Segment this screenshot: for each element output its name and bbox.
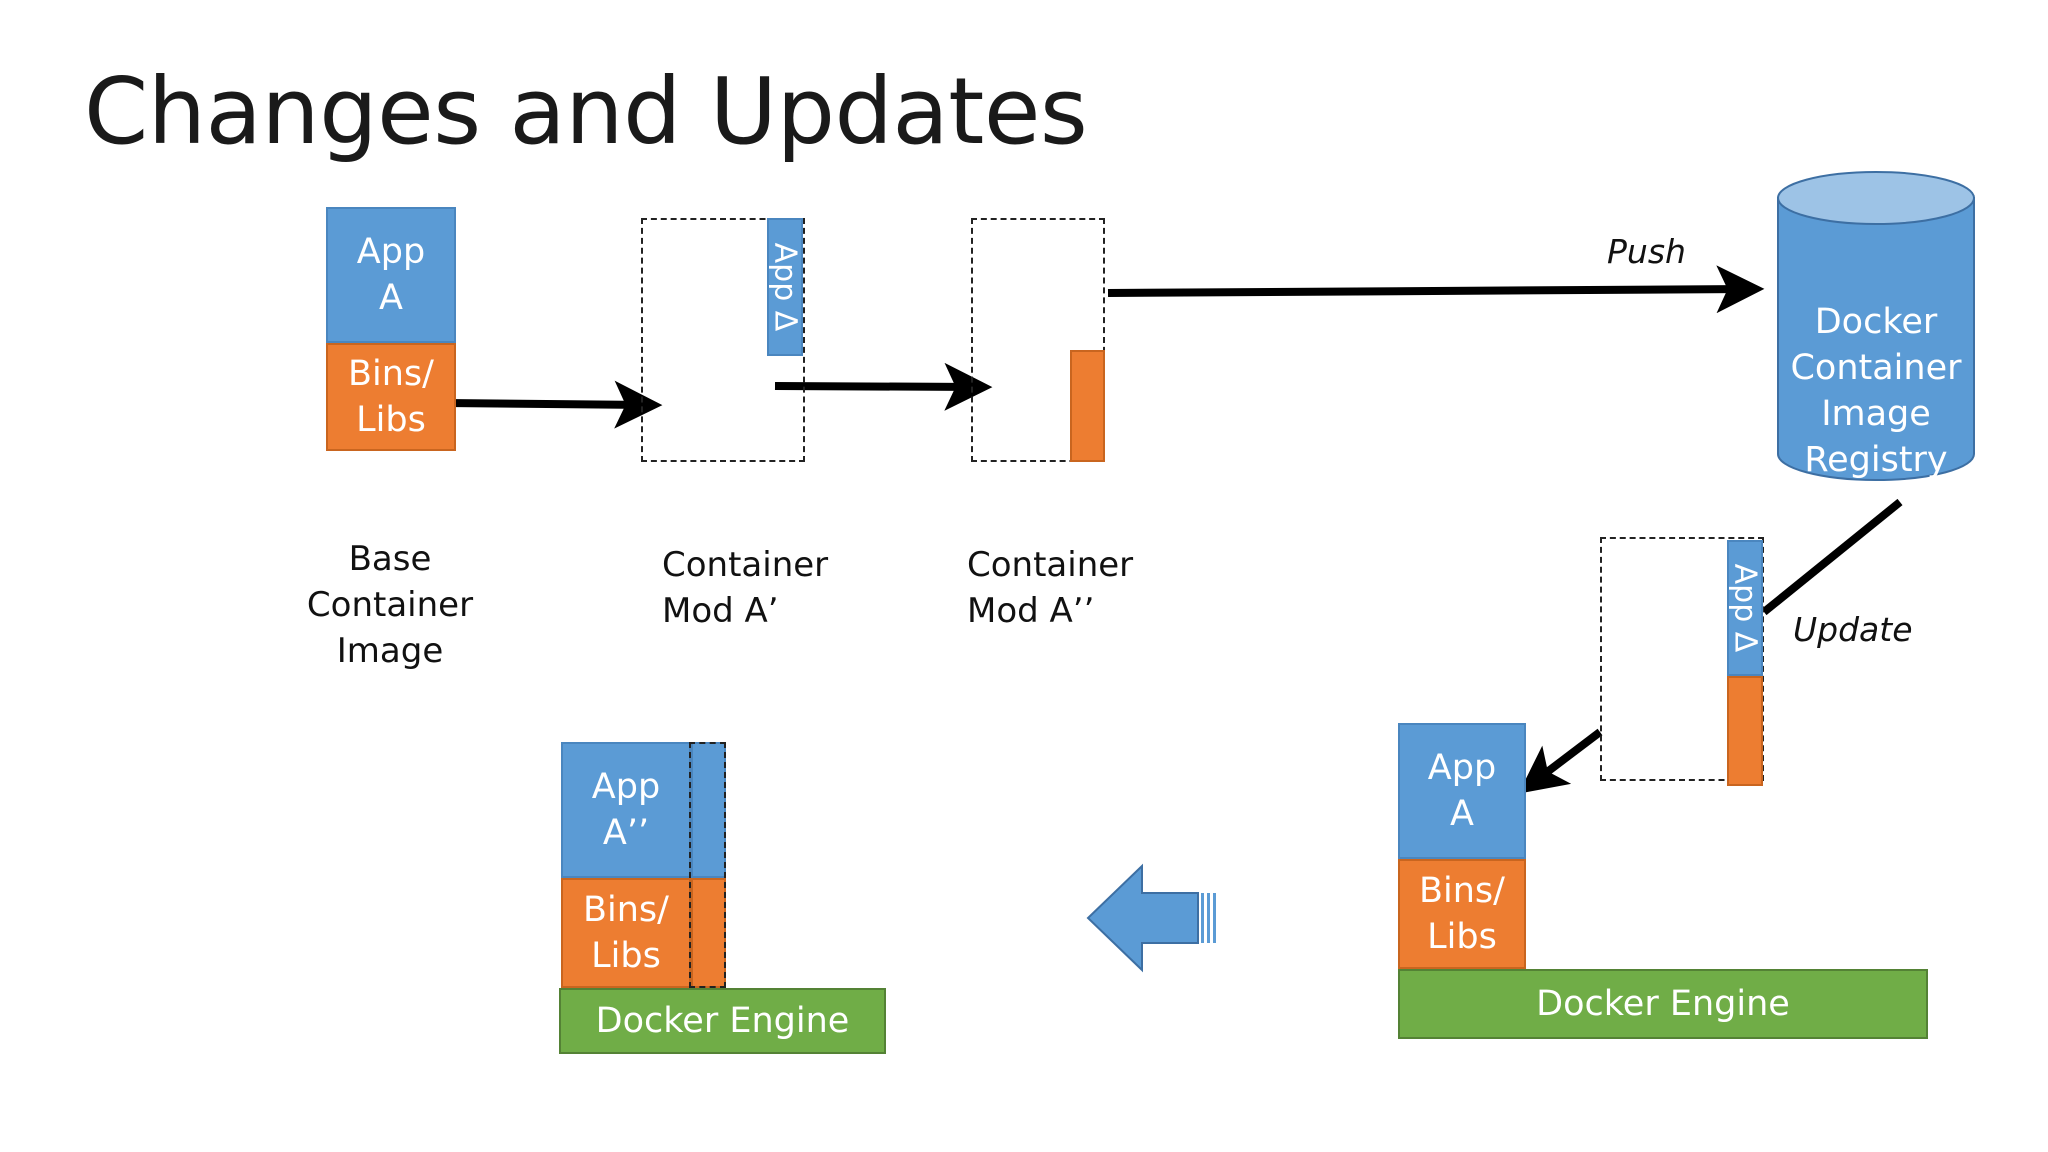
block-arrow-left bbox=[1086, 863, 1216, 973]
mod-a1-app-delta-label: App Δ bbox=[767, 242, 803, 332]
mod-a2-container bbox=[971, 218, 1105, 462]
mod-a1-container bbox=[641, 218, 805, 462]
registry-label-1: Docker bbox=[1814, 302, 1938, 342]
registry-cylinder-icon bbox=[1777, 171, 1975, 481]
arrow-push bbox=[1107, 265, 1765, 314]
update-label: Update bbox=[1793, 610, 1913, 649]
push-label: Push bbox=[1607, 232, 1686, 271]
pulled-app-delta: App Δ bbox=[1727, 540, 1763, 676]
base-bins-label-1: Bins/ bbox=[348, 354, 434, 394]
left-host-delta-outline bbox=[689, 742, 726, 988]
right-docker-engine-label: Docker Engine bbox=[1536, 984, 1790, 1024]
base-bins-label-2: Libs bbox=[356, 400, 426, 440]
base-caption-line-3: Image bbox=[336, 631, 444, 671]
mod-a1-caption-line-1: Container bbox=[662, 545, 829, 585]
right-bins-label-1: Bins/ bbox=[1419, 871, 1505, 911]
arrow-delta-to-host bbox=[1518, 728, 1603, 794]
mod-a1-caption-line-2: Mod A’ bbox=[662, 591, 779, 631]
base-caption-line-1: Base bbox=[348, 539, 432, 579]
right-app-label-1: App bbox=[1427, 748, 1497, 788]
right-docker-engine: Docker Engine bbox=[1398, 969, 1928, 1039]
pulled-app-delta-label: App Δ bbox=[1727, 563, 1763, 653]
mod-a2-caption-line-2: Mod A’’ bbox=[967, 591, 1095, 631]
left-host-app-block: App A’’ bbox=[561, 742, 691, 878]
base-app-label-2: A bbox=[379, 278, 403, 318]
arrow-base-to-mod-a1 bbox=[445, 380, 663, 429]
base-bins-block: Bins/ Libs bbox=[326, 343, 456, 451]
right-host-bins-block: Bins/ Libs bbox=[1398, 859, 1526, 969]
mod-a2-caption: Container Mod A’’ bbox=[967, 542, 1167, 634]
left-bins-label-2: Libs bbox=[591, 936, 661, 976]
registry-label: Docker Container Image Registry bbox=[1778, 298, 1974, 484]
left-host-bins-block: Bins/ Libs bbox=[561, 878, 691, 988]
left-bins-label-1: Bins/ bbox=[583, 890, 669, 930]
arrow-mod-a1-to-mod-a2 bbox=[774, 362, 993, 411]
base-caption-line-2: Container bbox=[306, 585, 474, 625]
registry-label-2: Container bbox=[1790, 348, 1962, 388]
mod-a1-caption: Container Mod A’ bbox=[662, 542, 862, 634]
left-app-label-2: A’’ bbox=[602, 813, 650, 853]
mod-a2-bins-delta bbox=[1070, 350, 1105, 462]
left-app-label-1: App bbox=[591, 767, 661, 807]
slide-title: Changes and Updates bbox=[84, 58, 1088, 165]
mod-a2-caption-line-1: Container bbox=[967, 545, 1134, 585]
base-app-label-1: App bbox=[356, 232, 426, 272]
right-bins-label-2: Libs bbox=[1427, 917, 1497, 957]
mod-a1-app-delta: App Δ bbox=[767, 218, 803, 356]
registry-label-4: Registry bbox=[1804, 440, 1948, 480]
line-update bbox=[1761, 498, 1903, 616]
left-docker-engine-label: Docker Engine bbox=[595, 1001, 850, 1041]
left-docker-engine: Docker Engine bbox=[559, 988, 886, 1054]
right-host-app-block: App A bbox=[1398, 723, 1526, 859]
right-app-label-2: A bbox=[1450, 794, 1474, 834]
base-image-caption: Base Container Image bbox=[290, 536, 490, 674]
pulled-bins-delta bbox=[1727, 676, 1763, 786]
pulled-delta-container bbox=[1600, 537, 1764, 781]
registry-label-3: Image bbox=[1821, 394, 1931, 434]
base-app-block: App A bbox=[326, 207, 456, 343]
